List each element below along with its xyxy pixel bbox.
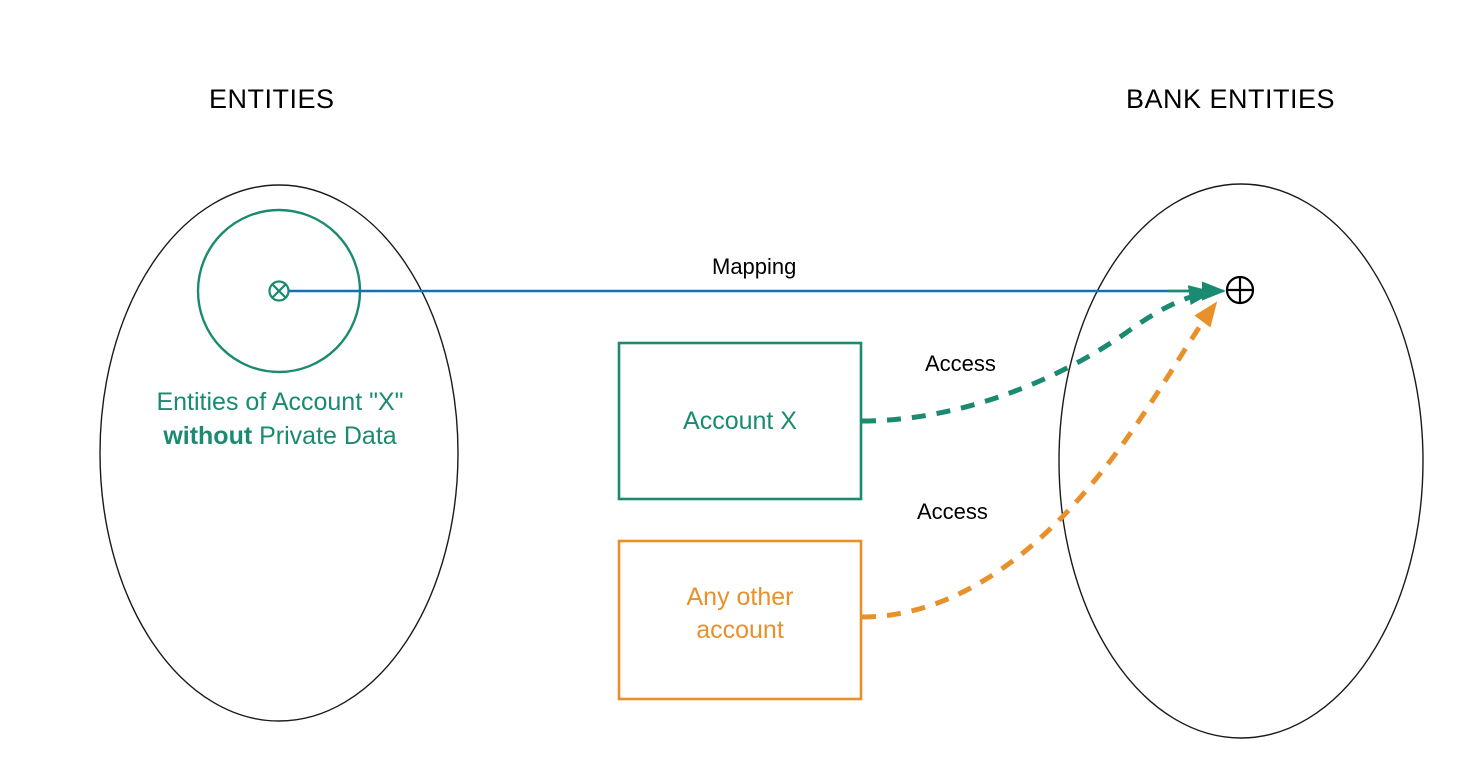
account-x-box-label: Account X bbox=[683, 407, 797, 435]
edge-label-access-orange: Access bbox=[917, 499, 988, 524]
bank-entities-header: BANK ENTITIES bbox=[1126, 84, 1336, 114]
entities-caption-rest: Private Data bbox=[252, 422, 397, 450]
circle-plus-icon bbox=[1225, 275, 1255, 305]
entities-ellipse bbox=[99, 184, 459, 722]
edge-label-mapping: Mapping bbox=[712, 254, 797, 279]
edge-access-orange bbox=[861, 301, 1219, 620]
entities-caption-emphasis: without bbox=[163, 422, 253, 450]
circle-cross-icon bbox=[268, 280, 290, 302]
edge-label-access-teal: Access bbox=[925, 351, 996, 376]
any-other-account-box[interactable] bbox=[617, 539, 863, 701]
entities-caption-line2: without Private Data bbox=[100, 419, 460, 453]
entities-caption: Entities of Account "X" without Private … bbox=[100, 385, 460, 453]
edge-access-teal bbox=[861, 285, 1214, 424]
account-x-box[interactable] bbox=[617, 341, 863, 501]
entities-caption-line1: Entities of Account "X" bbox=[156, 388, 404, 416]
any-other-account-label-line1: Any other bbox=[686, 583, 794, 611]
any-other-account-label-line2: account bbox=[696, 616, 784, 644]
any-other-account-box-label: Any other account bbox=[619, 581, 861, 647]
bank-entities-ellipse bbox=[1058, 183, 1424, 739]
entities-header: ENTITIES bbox=[209, 84, 335, 114]
